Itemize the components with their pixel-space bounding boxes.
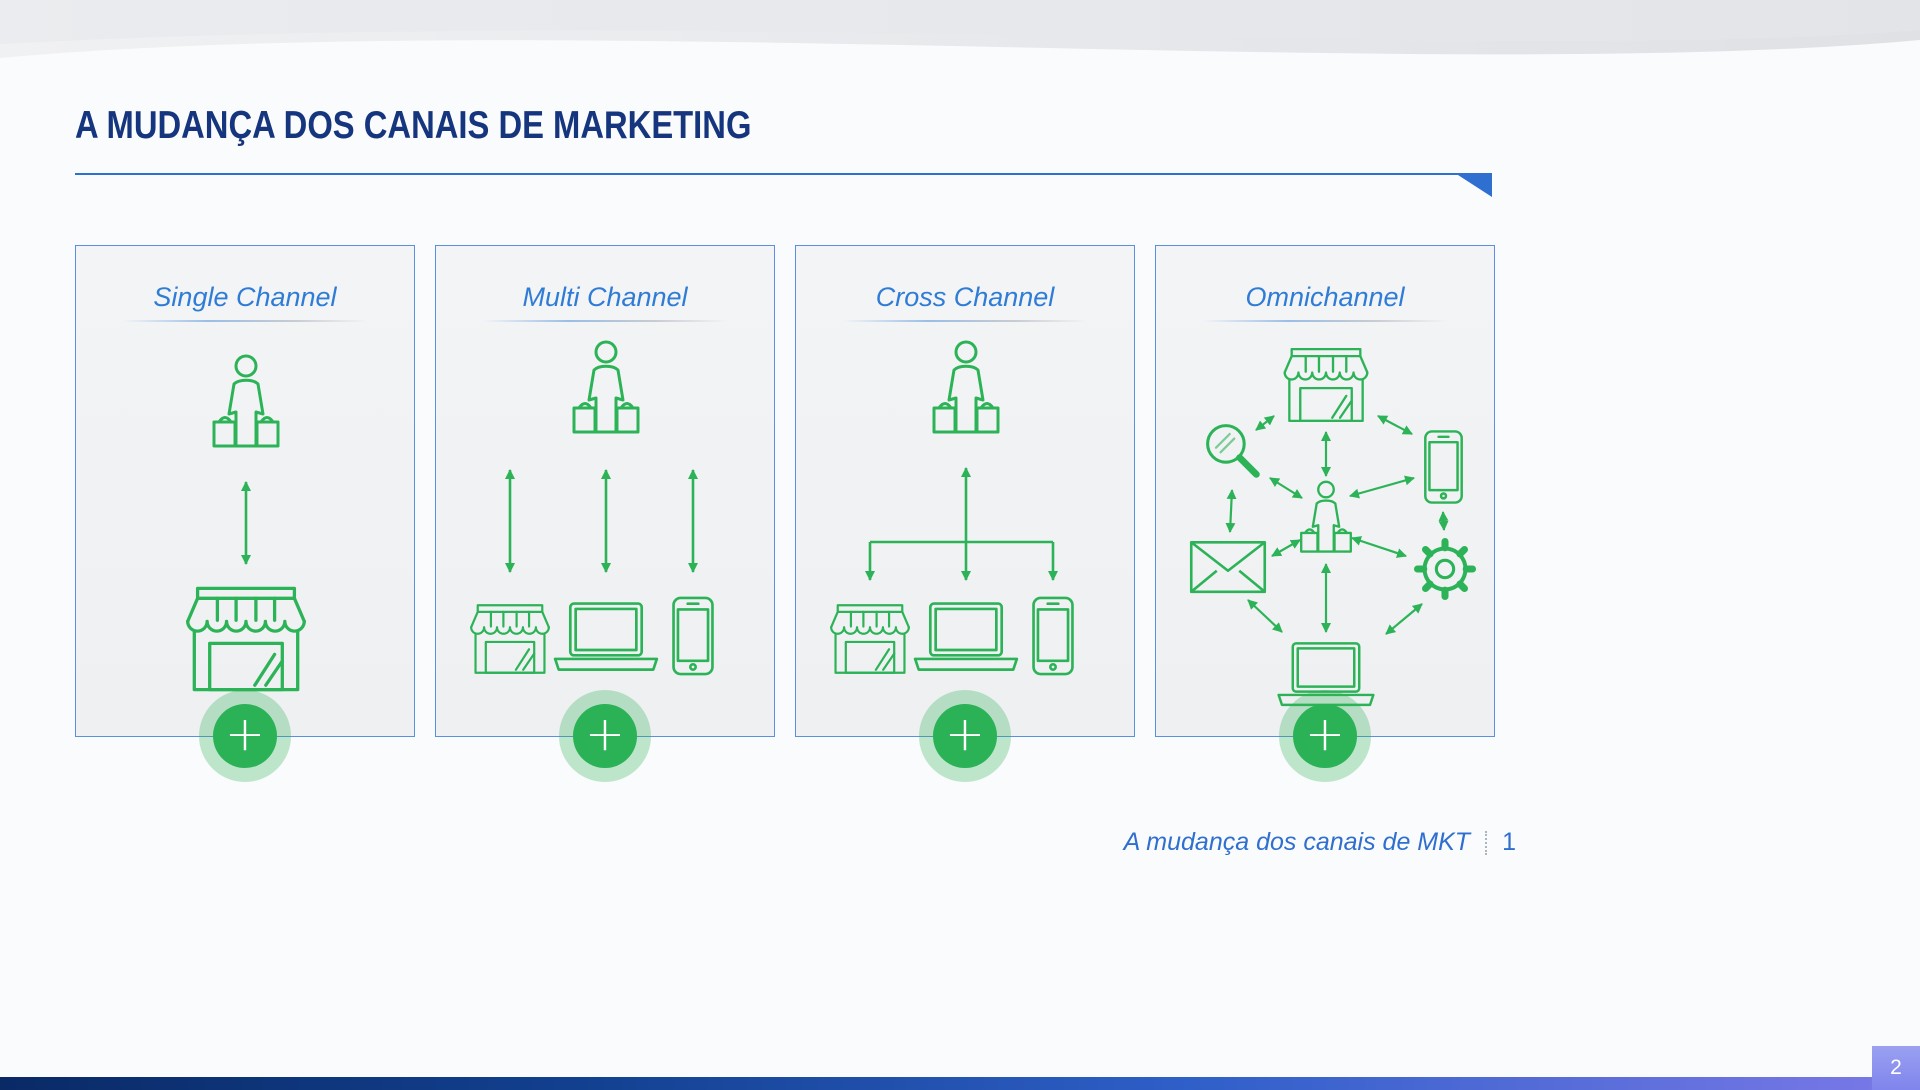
- laptop-icon: [913, 602, 1019, 671]
- channel-cards: Single Channel + Multi Channel: [75, 245, 1496, 782]
- card-title: Multi Channel: [436, 282, 774, 322]
- card-title: Omnichannel: [1156, 282, 1494, 322]
- single-channel-diagram: [186, 354, 306, 692]
- envelope-icon: [1189, 540, 1267, 594]
- person-shopper-icon: [932, 340, 1000, 434]
- store-icon: [186, 586, 306, 692]
- plus-icon: +: [213, 704, 277, 768]
- two-way-arrow-icon: [1385, 603, 1423, 635]
- two-way-arrow-icon: [1377, 415, 1413, 435]
- footer-caption: A mudança dos canais de MKT: [1123, 828, 1471, 856]
- plus-icon: +: [1293, 704, 1357, 768]
- two-way-arrow-icon: [1351, 536, 1407, 558]
- multi-channel-diagram: [469, 340, 714, 676]
- omnichannel-diagram: [1189, 347, 1496, 707]
- expand-button[interactable]: +: [559, 690, 651, 782]
- person-shopper-icon: [1300, 480, 1352, 553]
- store-icon: [1283, 347, 1369, 423]
- expand-button[interactable]: +: [919, 690, 1011, 782]
- smartphone-icon: [672, 596, 714, 676]
- two-way-arrow-icon: [1349, 475, 1415, 499]
- person-shopper-icon: [572, 340, 640, 434]
- title-underline: [75, 173, 1492, 175]
- plus-icon: +: [573, 704, 637, 768]
- gear-icon: [1418, 542, 1473, 597]
- footer-separator: [1485, 830, 1488, 855]
- slide-number-badge: 2: [1872, 1046, 1920, 1090]
- card-title: Cross Channel: [796, 282, 1134, 322]
- title-underline-triangle: [1458, 175, 1492, 197]
- network-arrows: [1225, 415, 1449, 635]
- two-way-arrow-icon: [1438, 511, 1449, 531]
- card-title: Single Channel: [76, 282, 414, 322]
- two-way-arrow-icon: [1225, 489, 1237, 533]
- card-single-channel: Single Channel +: [75, 245, 415, 782]
- header-wave: [0, 0, 1920, 90]
- store-icon: [469, 604, 551, 674]
- header-wave-graphic: [0, 0, 1920, 58]
- expand-button[interactable]: +: [199, 690, 291, 782]
- card-cross-channel: Cross Channel +: [795, 245, 1135, 782]
- footer: A mudança dos canais de MKT 1: [1124, 828, 1516, 857]
- laptop-icon: [553, 602, 659, 671]
- card-omnichannel: Omnichannel: [1155, 245, 1496, 782]
- person-shopper-icon: [212, 354, 280, 448]
- magnifier-icon: [1208, 426, 1257, 475]
- two-way-arrow-icon: [1255, 415, 1275, 431]
- two-way-arrow-icon: [1247, 599, 1283, 633]
- page-number: 1: [1502, 828, 1516, 856]
- card-multi-channel: Multi Channel +: [435, 245, 775, 782]
- smartphone-icon: [1424, 430, 1463, 504]
- store-icon: [829, 604, 911, 674]
- expand-button[interactable]: +: [1279, 690, 1371, 782]
- cross-channel-diagram: [829, 340, 1074, 676]
- two-way-arrow-icon: [1269, 477, 1303, 499]
- two-way-arrow-icon: [1271, 539, 1301, 557]
- page-title: A MUDANÇA DOS CANAIS DE MARKETING: [75, 104, 752, 147]
- bottom-accent-bar: [0, 1077, 1920, 1090]
- plus-icon: +: [933, 704, 997, 768]
- smartphone-icon: [1032, 596, 1074, 676]
